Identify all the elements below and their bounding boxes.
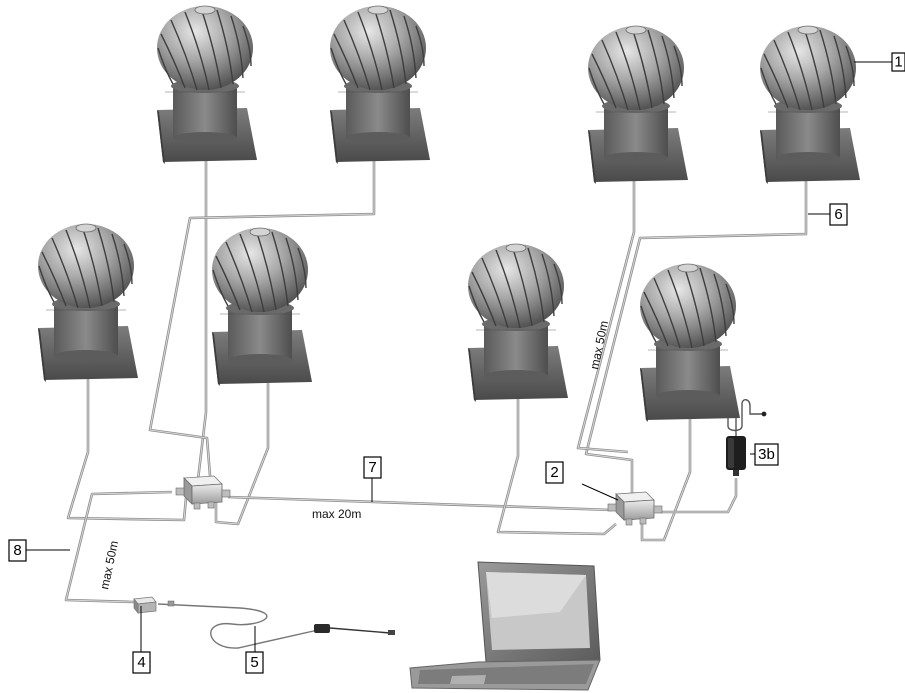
ventilator-top-2 — [329, 5, 431, 165]
usb-plug — [388, 630, 395, 635]
svg-text:6: 6 — [834, 206, 842, 223]
svg-text:4: 4 — [137, 654, 145, 671]
ventilator-top-4 — [759, 25, 861, 185]
power-supply — [726, 436, 746, 476]
cable-hub-to-converter — [64, 490, 173, 604]
usb-adapter-block — [314, 624, 330, 633]
svg-text:2: 2 — [550, 464, 558, 481]
callout-5: 5 — [245, 651, 264, 674]
ventilator-mid-1 — [37, 223, 139, 383]
ventilator-top-3 — [587, 25, 689, 185]
distance-label-hub-to-converter: max 50m — [97, 539, 121, 590]
svg-text:8: 8 — [13, 542, 21, 559]
usb-cable — [157, 603, 319, 649]
usb-converter — [133, 596, 157, 614]
laptop — [409, 561, 601, 691]
distance-label-hub-to-hub: max 20m — [312, 507, 361, 521]
ventilator-mid-3 — [467, 243, 569, 403]
callout-1: 1 — [891, 52, 905, 72]
svg-text:1: 1 — [894, 54, 902, 71]
usb-connector — [167, 600, 175, 607]
svg-text:7: 7 — [368, 459, 376, 476]
callout-3b: 3b — [754, 443, 779, 466]
ventilator-mid-2 — [211, 227, 313, 387]
svg-text:3b: 3b — [758, 446, 775, 463]
usb-cable-to-laptop — [329, 627, 391, 634]
cable-hub-to-power-supply — [660, 478, 738, 514]
junction-box-left — [175, 475, 231, 510]
callout-7: 7 — [363, 456, 382, 479]
callout-4: 4 — [132, 651, 151, 674]
svg-text:5: 5 — [250, 654, 258, 671]
junction-box-right — [607, 491, 663, 526]
power-plug — [761, 411, 767, 417]
ventilator-mid-4 — [639, 263, 741, 423]
ventilator-top-1 — [156, 5, 258, 165]
leader-lines — [26, 61, 892, 652]
cable-top-left-ventilator — [175, 116, 208, 489]
callout-6: 6 — [829, 203, 848, 226]
callout-8: 8 — [8, 539, 27, 562]
callout-2: 2 — [545, 461, 564, 484]
cable-hub-to-hub — [227, 495, 613, 512]
